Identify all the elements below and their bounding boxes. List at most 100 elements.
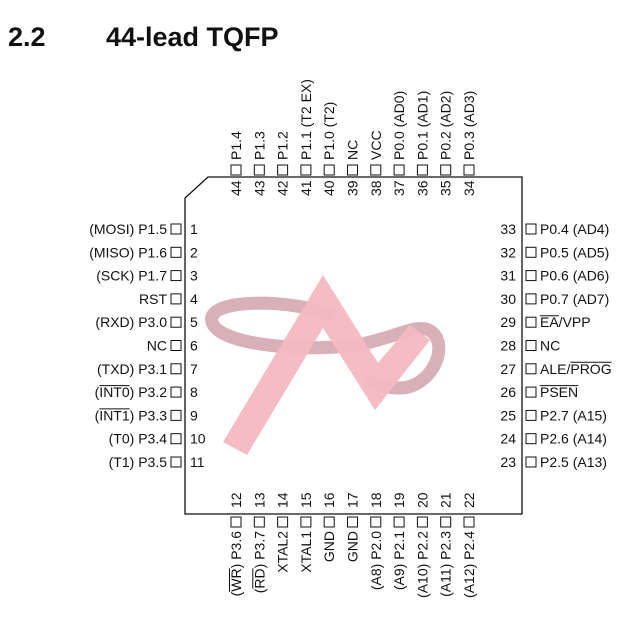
- pin-number: 19: [391, 492, 407, 508]
- pin-label: (SCK) P1.7: [96, 268, 167, 284]
- pin-label: P1.0 (T2): [321, 102, 337, 160]
- pin-label: P0.4 (AD4): [540, 221, 609, 237]
- pin-pad: [525, 409, 537, 421]
- pin-pad: [277, 516, 289, 528]
- pin-label: XTAL1: [298, 531, 314, 573]
- pin-label: XTAL2: [275, 531, 291, 573]
- pin-pad: [525, 433, 537, 445]
- pin-label: (TXD) P3.1: [97, 361, 167, 377]
- pin-number: 13: [251, 492, 267, 508]
- watermark-mark: [223, 275, 430, 455]
- pin-pad: [525, 316, 537, 328]
- pin-pad: [347, 516, 358, 528]
- pin-label: NC: [147, 338, 167, 354]
- pin-pad: [370, 164, 382, 176]
- pin-number: 7: [190, 361, 198, 377]
- pin-pad: [463, 164, 475, 176]
- pin-label: P0.0 (AD0): [391, 91, 407, 160]
- pin-label: P0.3 (AD3): [461, 91, 477, 160]
- pin-number: 23: [500, 454, 516, 470]
- pin-number: 37: [391, 180, 407, 196]
- pin-pad: [170, 409, 182, 421]
- pin-label: (RD) P3.7: [251, 531, 267, 593]
- pin-number: 35: [438, 180, 454, 196]
- pin-number: 21: [438, 492, 454, 508]
- pin-number: 28: [500, 338, 516, 354]
- pin-number: 42: [275, 180, 291, 196]
- pin-number: 41: [298, 180, 314, 196]
- pin-number: 31: [500, 268, 516, 284]
- pin-pad: [393, 164, 405, 176]
- pin-number: 24: [500, 431, 516, 447]
- pin-pad: [170, 293, 182, 305]
- pin-label: EA/VPP: [540, 314, 591, 330]
- pin-pad: [440, 516, 452, 528]
- pin-number: 2: [190, 244, 198, 260]
- pin-pad: [300, 516, 312, 528]
- pin-pad: [253, 164, 265, 176]
- pin-label: P1.4: [228, 131, 244, 160]
- pin-label: VCC: [368, 130, 384, 160]
- pin-number: 39: [345, 180, 361, 196]
- pin-number: 25: [500, 407, 516, 423]
- pin-label: GND: [345, 531, 361, 562]
- pin-number: 29: [500, 314, 516, 330]
- pin-label: P1.3: [251, 131, 267, 160]
- pin-label: GND: [321, 531, 337, 562]
- pin-pad: [230, 516, 242, 528]
- pin-pad: [525, 293, 537, 305]
- pin-label: P0.5 (AD5): [540, 244, 609, 260]
- pin-number: 26: [500, 384, 516, 400]
- pin-number: 43: [251, 180, 267, 196]
- pin-label: P0.7 (AD7): [540, 291, 609, 307]
- pin-label: (T1) P3.5: [109, 454, 168, 470]
- pin-label: (INT1) P3.3: [95, 407, 168, 423]
- pin-label: (A12) P2.4: [461, 531, 477, 598]
- pin-label: NC: [345, 140, 361, 160]
- pin-pad: [170, 246, 182, 258]
- pin-pad: [323, 164, 335, 176]
- pin-label: NC: [540, 338, 560, 354]
- pin-number: 6: [190, 338, 198, 354]
- pin-pad: [253, 516, 265, 528]
- pin-label: (WR) P3.6: [228, 531, 244, 597]
- pin-pad: [525, 223, 537, 235]
- pin-label: P0.6 (AD6): [540, 268, 609, 284]
- pin-label: ALE/PROG: [540, 361, 612, 377]
- pin-label: (MOSI) P1.5: [89, 221, 167, 237]
- section-number: 2.2: [8, 22, 46, 52]
- pin-number: 4: [190, 291, 198, 307]
- pin-label: P1.1 (T2 EX): [298, 79, 314, 160]
- pin-number: 8: [190, 384, 198, 400]
- pin-number: 15: [298, 492, 314, 508]
- pin-number: 5: [190, 314, 198, 330]
- pin-pad: [170, 223, 182, 235]
- pin-pad: [170, 386, 182, 398]
- watermark-logo: [205, 275, 446, 455]
- pin-pad: [525, 246, 537, 258]
- pin-pad: [416, 516, 428, 528]
- pin-number: 27: [500, 361, 516, 377]
- pin-pad: [170, 433, 182, 445]
- pin-label: (A9) P2.1: [391, 531, 407, 590]
- pin-label: P0.1 (AD1): [414, 91, 430, 160]
- pin-number: 9: [190, 407, 198, 423]
- pin-pad: [525, 456, 537, 468]
- pin-pad: [277, 164, 289, 176]
- pin-number: 40: [321, 180, 337, 196]
- pin-label: PSEN: [540, 384, 578, 400]
- pin-label: (MISO) P1.6: [89, 244, 167, 260]
- pin-label: P2.6 (A14): [540, 431, 607, 447]
- pin-pad: [393, 516, 405, 528]
- pin-number: 22: [461, 492, 477, 508]
- pin-number: 44: [228, 180, 244, 196]
- pin-pad: [440, 164, 452, 176]
- pin-number: 10: [190, 431, 206, 447]
- pin-pad: [370, 516, 382, 528]
- pin-pad: [525, 340, 537, 351]
- pin-number: 18: [368, 492, 384, 508]
- pin-pad: [416, 164, 428, 176]
- pin-number: 3: [190, 268, 198, 284]
- pin-pad: [170, 270, 182, 282]
- pin-label: P0.2 (AD2): [438, 91, 454, 160]
